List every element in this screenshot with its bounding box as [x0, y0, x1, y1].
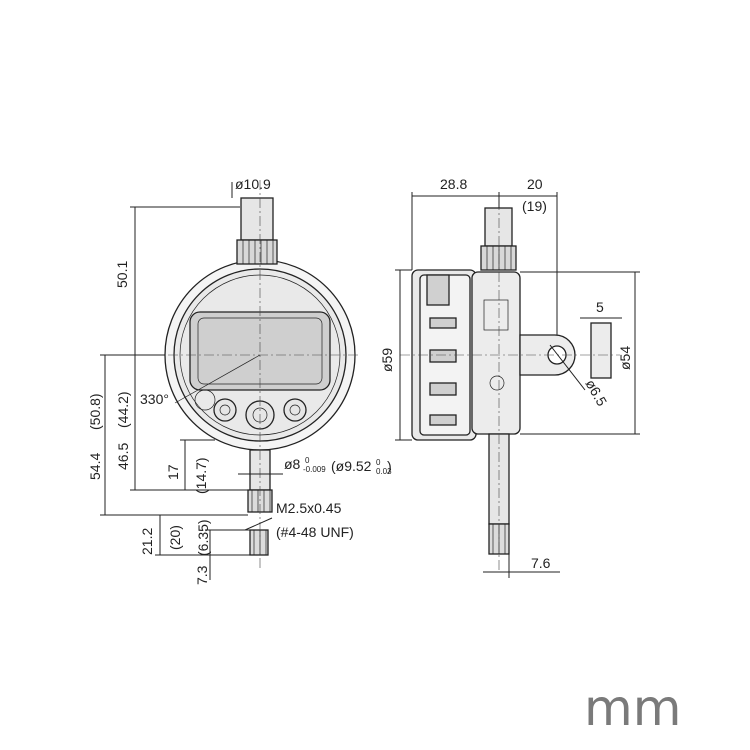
dim-54-4-label: 54.4 [87, 453, 103, 480]
dim-6-5-leader [549, 344, 586, 391]
side-button-4 [429, 414, 457, 426]
dim-14-7-label: (14.7) [193, 457, 209, 494]
dim-50-8-label: (50.8) [87, 393, 103, 430]
right-button [283, 398, 307, 422]
dim-5-label: 5 [596, 299, 604, 315]
angle-label: 330° [140, 391, 169, 407]
top-stem [240, 197, 274, 241]
unit-label: mm [584, 679, 681, 737]
side-top-stem [484, 207, 513, 247]
lug-thickness [590, 322, 612, 379]
stem-dia-alt-label: (ø9.52 [331, 458, 372, 474]
dim-59-label: ø59 [379, 348, 395, 372]
dim-54-label: ø54 [617, 346, 633, 370]
dim-46-5-label: 46.5 [115, 443, 131, 470]
dim-20-label: 20 [527, 176, 543, 192]
side-button-3 [429, 382, 457, 396]
dim-7-6-label: 7.6 [531, 555, 551, 571]
side-button-1 [429, 317, 457, 329]
stem-dia-alt-sup: 0 [376, 458, 381, 467]
indicator-circle [194, 389, 216, 411]
dim-28-8-label: 28.8 [440, 176, 467, 192]
stem-dia-alt-sub: 0.03 [376, 467, 392, 476]
thread-metric-label: M2.5x0.45 [276, 500, 342, 516]
dim-17-label: 17 [165, 464, 181, 480]
dim-7-3-label: 7.3 [194, 565, 210, 585]
dim-19-label: (19) [522, 198, 547, 214]
front-view: ø10.9 50.1 330° 54.4 (50.8) 46.5 (44.2) … [87, 176, 392, 585]
dim-21-2-label: 21.2 [139, 528, 155, 555]
tip-detail [249, 529, 269, 556]
dim-6-5-label: ø6.5 [582, 377, 610, 409]
dim-20-label: (20) [167, 525, 183, 550]
thread-unf-label: (#4-48 UNF) [276, 524, 354, 540]
stem-diameter-label: ø10.9 [235, 176, 271, 192]
stem-dia-main-sub: -0.009 [303, 465, 326, 474]
knurled-cap [236, 239, 278, 265]
stem-dia-alt-close: ) [387, 458, 392, 474]
dim-44-2-label: (44.2) [115, 391, 131, 428]
side-display-edge [426, 274, 450, 306]
height-top-label: 50.1 [114, 261, 130, 288]
back-body [471, 271, 521, 435]
back-hole [489, 375, 505, 391]
stem-dia-main-sup: 0 [305, 456, 310, 465]
angle-leader [174, 354, 261, 404]
thread-leader [244, 517, 273, 531]
dim-6-35-label: (6.35) [195, 519, 211, 556]
side-view: 28.8 20 (19) ø59 5 ø54 ø6.5 7.6 [379, 176, 640, 578]
left-button [213, 398, 237, 422]
stem-dia-main-label: ø8 [284, 456, 301, 472]
side-button-2 [429, 349, 457, 363]
